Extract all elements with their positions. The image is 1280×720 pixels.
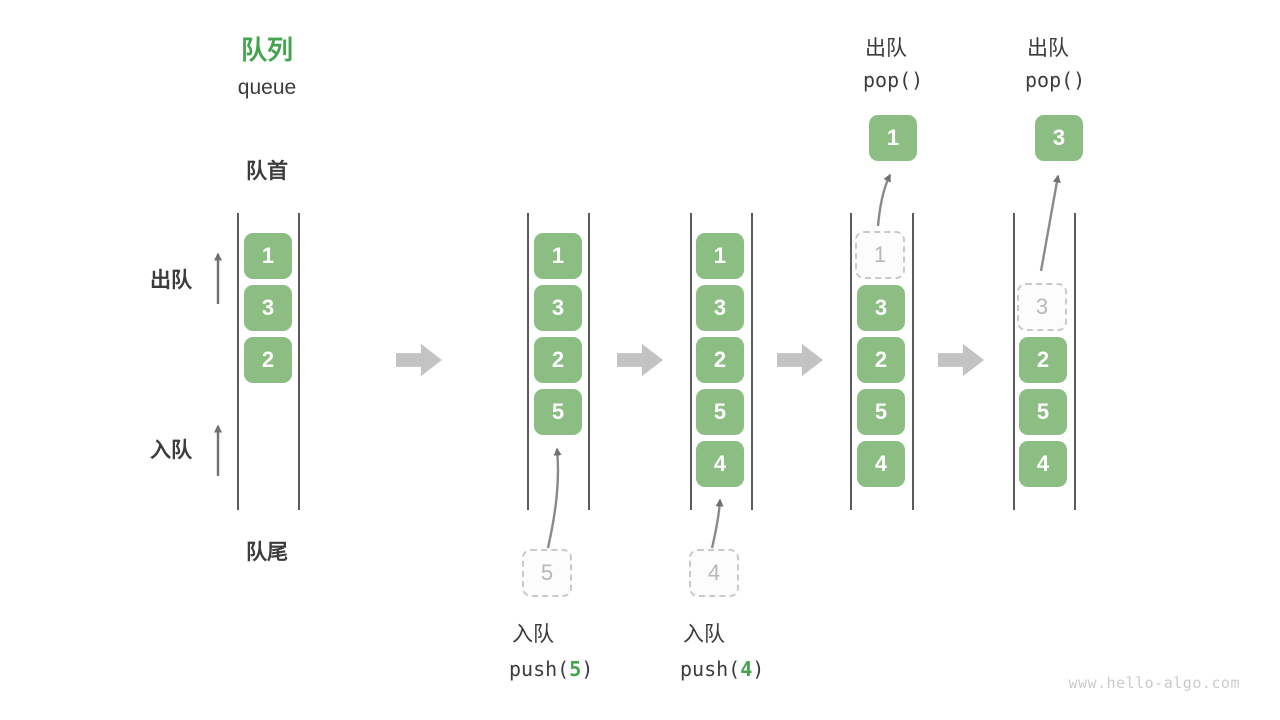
push-arg: 4 — [740, 657, 753, 681]
column1-right-rail — [298, 213, 300, 510]
queue-cell: 1 — [534, 233, 582, 279]
queue-cell: 4 — [857, 441, 905, 487]
push-4-arrow-icon — [710, 498, 724, 549]
column1-left-rail — [237, 213, 239, 510]
column4-left-rail — [850, 213, 852, 510]
watermark: www.hello-algo.com — [1068, 674, 1240, 692]
pop-1-arrow-icon — [876, 173, 892, 227]
queue-cell: 2 — [534, 337, 582, 383]
push-call-label: push(5) — [509, 657, 594, 681]
label-enqueue-op: 入队 — [683, 623, 725, 646]
dequeued-slot-cell: 3 — [1017, 283, 1067, 331]
column4-right-rail — [912, 213, 914, 510]
push-call-label: push(4) — [680, 657, 765, 681]
queue-cell: 2 — [244, 337, 292, 383]
diagram-subtitle: queue — [237, 76, 297, 99]
column2-right-rail — [588, 213, 590, 510]
label-queue-front: 队首 — [246, 160, 288, 183]
popped-cell: 3 — [1035, 115, 1083, 161]
queue-cell: 1 — [696, 233, 744, 279]
pop-call-label: pop() — [1025, 68, 1086, 92]
step-arrow-icon — [617, 343, 663, 377]
step-arrow-icon — [396, 343, 442, 377]
queue-cell: 3 — [857, 285, 905, 331]
staged-cell: 5 — [522, 549, 572, 597]
column5-right-rail — [1074, 213, 1076, 510]
staged-cell: 4 — [689, 549, 739, 597]
step-arrow-icon — [938, 343, 984, 377]
push-5-arrow-icon — [546, 447, 562, 549]
column2-left-rail — [527, 213, 529, 510]
pop-3-arrow-icon — [1039, 174, 1061, 272]
column3-left-rail — [690, 213, 692, 510]
label-queue-rear: 队尾 — [246, 541, 288, 564]
dequeued-slot-cell: 1 — [855, 231, 905, 279]
title-block: 队列 queue — [206, 30, 328, 100]
queue-cell: 3 — [696, 285, 744, 331]
label-enqueue-side: 入队 — [150, 439, 192, 462]
pop-call-label: pop() — [863, 68, 924, 92]
queue-cell: 2 — [1019, 337, 1067, 383]
queue-cell: 3 — [534, 285, 582, 331]
queue-cell: 5 — [696, 389, 744, 435]
popped-cell: 1 — [869, 115, 917, 161]
queue-cell: 1 — [244, 233, 292, 279]
diagram-title: 队列 — [240, 35, 293, 65]
queue-cell: 2 — [857, 337, 905, 383]
queue-cell: 2 — [696, 337, 744, 383]
queue-cell: 4 — [696, 441, 744, 487]
queue-cell: 5 — [857, 389, 905, 435]
label-dequeue-op: 出队 — [1027, 37, 1069, 60]
label-enqueue-op: 入队 — [512, 623, 554, 646]
queue-cell: 5 — [1019, 389, 1067, 435]
column5-left-rail — [1013, 213, 1015, 510]
step-arrow-icon — [777, 343, 823, 377]
queue-cell: 3 — [244, 285, 292, 331]
label-dequeue-op: 出队 — [865, 37, 907, 60]
queue-cell: 5 — [534, 389, 582, 435]
column3-right-rail — [751, 213, 753, 510]
queue-cell: 4 — [1019, 441, 1067, 487]
push-arg: 5 — [569, 657, 582, 681]
label-dequeue-side: 出队 — [150, 269, 192, 292]
